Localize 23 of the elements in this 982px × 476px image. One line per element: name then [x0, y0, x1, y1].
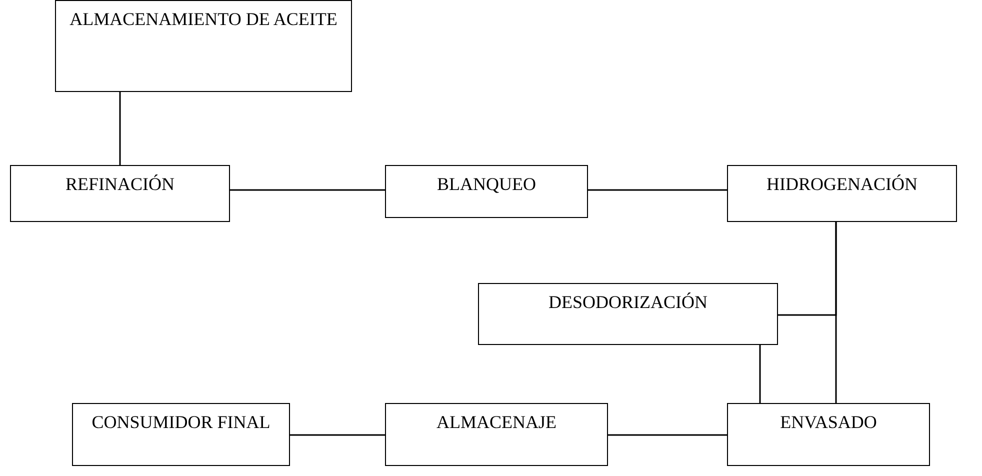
process-label: REFINACIÓN: [64, 173, 176, 196]
process-label: HIDROGENACIÓN: [766, 173, 918, 196]
connector-line: [835, 222, 837, 403]
connector-line: [588, 189, 727, 191]
process-box: [727, 403, 930, 466]
process-box: [10, 165, 230, 222]
process-label: CONSUMIDOR FINAL: [90, 411, 272, 434]
process-label: ALMACENAMIENTO DE ACEITE: [68, 8, 338, 31]
process-label: DESODORIZACIÓN: [548, 291, 708, 314]
process-box: [385, 403, 608, 466]
connector-line: [608, 434, 727, 436]
connector-line: [230, 189, 385, 191]
process-box: [55, 0, 352, 92]
connector-line: [290, 434, 385, 436]
process-box: [72, 403, 290, 466]
connector-line: [119, 92, 121, 165]
process-box: [727, 165, 957, 222]
process-box: [385, 165, 588, 218]
process-label: ENVASADO: [779, 411, 878, 434]
process-box: [478, 283, 778, 345]
connector-line: [759, 345, 761, 403]
process-label: ALMACENAJE: [436, 411, 558, 434]
process-label: BLANQUEO: [436, 173, 537, 196]
